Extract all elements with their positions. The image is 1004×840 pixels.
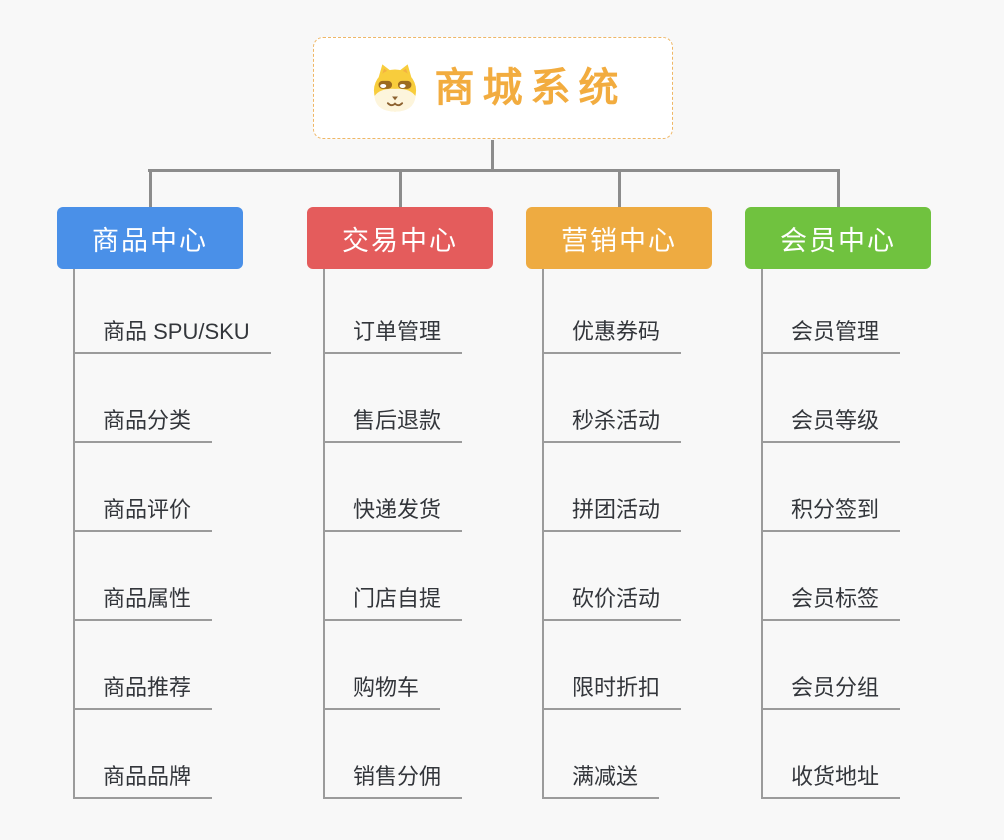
branch-item[interactable]: 商品评价 bbox=[75, 443, 213, 532]
branch-items: 优惠券码秒杀活动拼团活动砍价活动限时折扣满减送 bbox=[542, 269, 682, 799]
branch-header[interactable]: 营销中心 bbox=[526, 207, 712, 269]
connector-drop-icon bbox=[149, 169, 152, 207]
branch-header[interactable]: 交易中心 bbox=[307, 207, 493, 269]
doge-icon bbox=[368, 62, 422, 114]
branch-item[interactable]: 积分签到 bbox=[763, 443, 901, 532]
branch-items: 订单管理售后退款快递发货门店自提购物车销售分佣 bbox=[323, 269, 463, 799]
branch-item[interactable]: 商品推荐 bbox=[75, 621, 213, 710]
branch-item[interactable]: 商品品牌 bbox=[75, 710, 213, 799]
branch-column: 营销中心 优惠券码秒杀活动拼团活动砍价活动限时折扣满减送 bbox=[526, 169, 712, 799]
branch-item[interactable]: 会员管理 bbox=[763, 269, 901, 354]
branch-item[interactable]: 会员标签 bbox=[763, 532, 901, 621]
branch-column: 会员中心 会员管理会员等级积分签到会员标签会员分组收货地址 bbox=[745, 169, 931, 799]
root-node[interactable]: 商城系统 bbox=[313, 37, 673, 139]
branch-item[interactable]: 门店自提 bbox=[325, 532, 463, 621]
branch-item[interactable]: 满减送 bbox=[544, 710, 660, 799]
branch-item[interactable]: 秒杀活动 bbox=[544, 354, 682, 443]
root-title: 商城系统 bbox=[434, 66, 627, 110]
branch-item[interactable]: 订单管理 bbox=[325, 269, 463, 354]
branch-item[interactable]: 限时折扣 bbox=[544, 621, 682, 710]
branch-item[interactable]: 商品分类 bbox=[75, 354, 213, 443]
branch-item[interactable]: 购物车 bbox=[325, 621, 441, 710]
branch-item[interactable]: 会员分组 bbox=[763, 621, 901, 710]
branch-item[interactable]: 销售分佣 bbox=[325, 710, 463, 799]
branch-item[interactable]: 售后退款 bbox=[325, 354, 463, 443]
branch-item[interactable]: 收货地址 bbox=[763, 710, 901, 799]
branch-column: 交易中心 订单管理售后退款快递发货门店自提购物车销售分佣 bbox=[307, 169, 493, 799]
branch-header[interactable]: 商品中心 bbox=[57, 207, 243, 269]
branch-item[interactable]: 快递发货 bbox=[325, 443, 463, 532]
branch-item[interactable]: 商品 SPU/SKU bbox=[75, 269, 271, 354]
connector-drop-icon bbox=[399, 169, 402, 207]
branch-header[interactable]: 会员中心 bbox=[745, 207, 931, 269]
branch-item[interactable]: 优惠券码 bbox=[544, 269, 682, 354]
branch-items: 会员管理会员等级积分签到会员标签会员分组收货地址 bbox=[761, 269, 901, 799]
branch-item[interactable]: 砍价活动 bbox=[544, 532, 682, 621]
connector-drop-icon bbox=[618, 169, 621, 207]
connector-horizontal bbox=[148, 169, 840, 172]
connector-drop-icon bbox=[837, 169, 840, 207]
branch-item[interactable]: 会员等级 bbox=[763, 354, 901, 443]
branch-item[interactable]: 商品属性 bbox=[75, 532, 213, 621]
branch-item[interactable]: 拼团活动 bbox=[544, 443, 682, 532]
connector-root-stub bbox=[491, 140, 494, 170]
